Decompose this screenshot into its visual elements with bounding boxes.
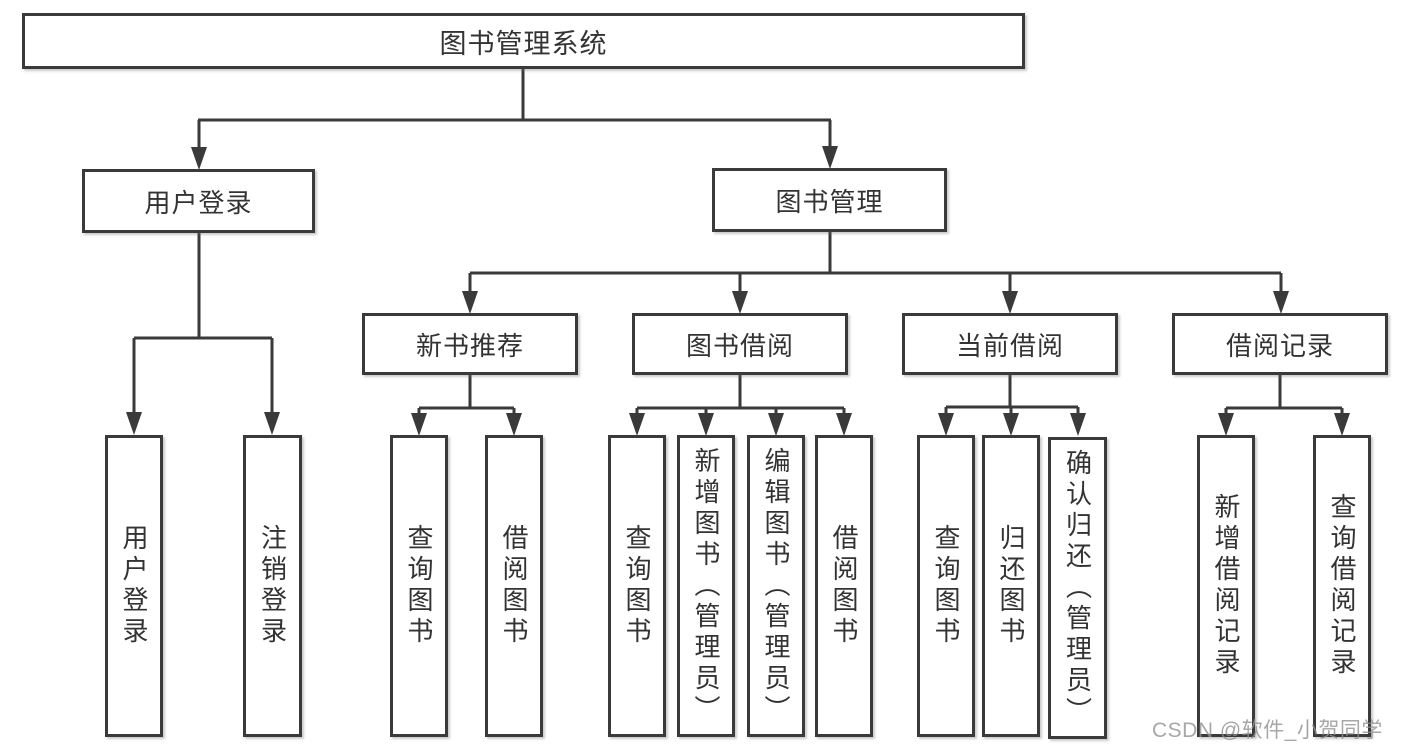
connector-book-management <box>468 232 1283 296</box>
node-book-management: 图书管理 <box>712 168 947 232</box>
node-new-book-recommend: 新书推荐 <box>362 313 578 375</box>
connector-borrow-records <box>1224 375 1344 417</box>
node-label: 注销登录 <box>257 524 288 648</box>
arrowhead <box>462 291 478 314</box>
arrowhead <box>732 291 748 314</box>
arrowhead <box>506 413 522 436</box>
node-label: 查询借阅记录 <box>1327 493 1357 679</box>
leaf-confirm-return-admin: 确认归还（管理员） <box>1048 437 1107 739</box>
arrowhead <box>1002 291 1018 314</box>
node-borrow-records: 借阅记录 <box>1172 313 1388 375</box>
connector-root <box>197 69 832 150</box>
node-label: 新增借阅记录 <box>1211 493 1241 679</box>
arrowhead <box>264 412 280 435</box>
leaf-query-books-3: 查询图书 <box>917 435 975 737</box>
node-label: 用户登录 <box>119 524 149 648</box>
node-label: 借阅记录 <box>1225 330 1334 361</box>
arrowhead <box>1003 413 1019 436</box>
leaf-query-books-2: 查询图书 <box>608 435 666 737</box>
node-label: 归还图书 <box>996 524 1026 648</box>
arrowhead <box>1334 413 1350 436</box>
connector-current-borrow <box>944 375 1080 417</box>
leaf-logout: 注销登录 <box>243 435 302 737</box>
connector-new-book-recommend <box>417 375 516 417</box>
leaf-query-borrow-record: 查询借阅记录 <box>1313 435 1371 737</box>
arrowhead <box>1218 413 1234 436</box>
arrowhead <box>191 147 207 170</box>
node-label: 确认归还（管理员） <box>1062 448 1093 728</box>
node-label: 借阅图书 <box>829 524 859 648</box>
arrowhead <box>1273 291 1289 314</box>
node-current-borrow: 当前借阅 <box>902 313 1118 375</box>
arrowhead <box>629 413 645 436</box>
leaf-add-books-admin: 新增图书（管理员） <box>677 435 735 737</box>
leaf-return-books: 归还图书 <box>982 435 1040 737</box>
node-library-management-system: 图书管理系统 <box>22 13 1025 69</box>
connector-user-login <box>132 233 274 416</box>
arrowhead <box>768 413 784 436</box>
node-label: 借阅图书 <box>499 524 529 648</box>
arrowhead <box>411 413 427 436</box>
node-label: 图书管理系统 <box>439 28 608 59</box>
connector-book-borrow <box>635 375 846 417</box>
arrowheads <box>126 146 1350 436</box>
node-user-login: 用户登录 <box>82 169 315 233</box>
node-label: 当前借阅 <box>955 330 1064 361</box>
node-label: 新增图书（管理员） <box>691 446 721 726</box>
connector-paths <box>132 69 1344 417</box>
node-label: 查询图书 <box>622 524 652 648</box>
arrowhead <box>836 413 852 436</box>
arrowhead <box>698 413 714 436</box>
node-book-borrow: 图书借阅 <box>632 313 848 375</box>
leaf-borrow-books-2: 借阅图书 <box>815 435 873 737</box>
node-label: 查询图书 <box>404 524 434 648</box>
leaf-add-borrow-record: 新增借阅记录 <box>1197 435 1255 737</box>
node-label: 查询图书 <box>931 524 961 648</box>
node-label: 编辑图书（管理员） <box>761 446 791 726</box>
node-label: 用户登录 <box>144 187 253 218</box>
arrowhead <box>1070 413 1086 436</box>
node-label: 新书推荐 <box>415 330 524 361</box>
leaf-edit-books-admin: 编辑图书（管理员） <box>747 435 805 737</box>
node-label: 图书管理 <box>775 186 884 217</box>
arrowhead <box>938 413 954 436</box>
leaf-borrow-books-1: 借阅图书 <box>485 435 543 737</box>
node-label: 图书借阅 <box>685 330 794 361</box>
arrowhead <box>822 146 838 169</box>
watermark: CSDN @软件_小贺同学 <box>1152 719 1383 742</box>
leaf-query-books-1: 查询图书 <box>390 435 448 737</box>
leaf-user-login: 用户登录 <box>105 435 163 737</box>
arrowhead <box>126 412 142 435</box>
